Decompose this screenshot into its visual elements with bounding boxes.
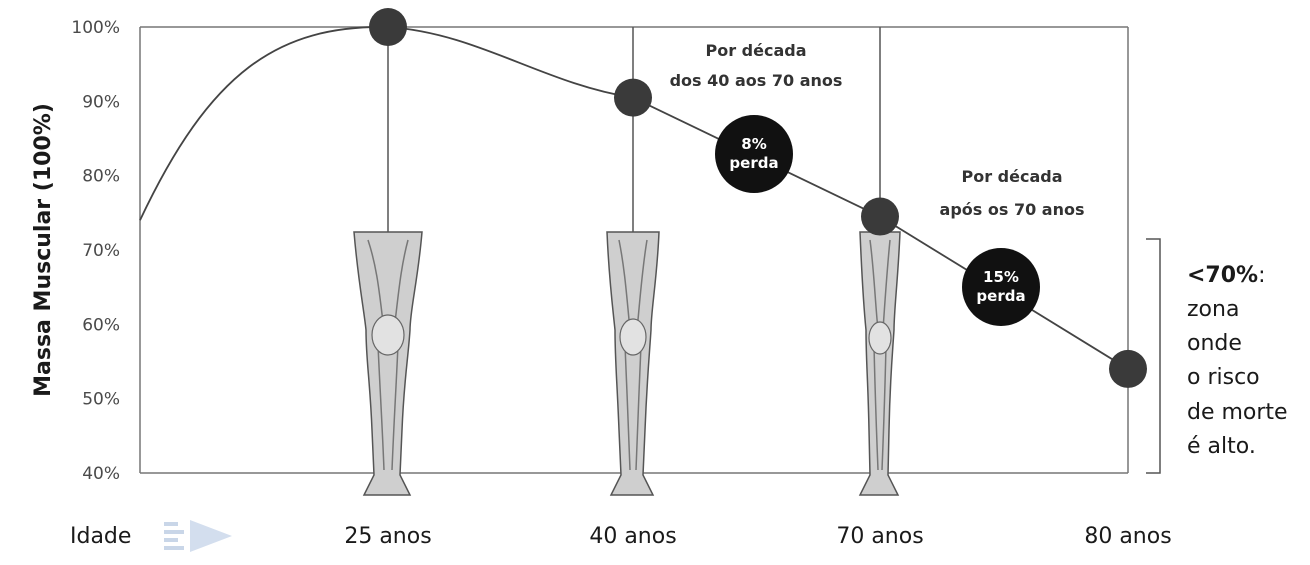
- annotation-decade-40-70-line2: dos 40 aos 70 anos: [670, 71, 843, 90]
- badge-word: perda: [976, 287, 1025, 305]
- muscle-mass-curve: [139, 26, 634, 221]
- risk-zone-line: onde: [1187, 331, 1242, 356]
- annotation-decade-40-70-line1: Por década: [705, 41, 806, 60]
- data-point-25: [369, 8, 407, 46]
- badge-percent: 15%: [983, 268, 1019, 286]
- loss-badge-8: 8% perda: [715, 115, 793, 193]
- annotation-after-70-line2: após os 70 anos: [940, 200, 1085, 219]
- arrow-right-icon: [164, 520, 232, 552]
- y-axis-label: Massa Muscular (100%): [31, 103, 56, 397]
- y-tick-label: 100%: [71, 18, 120, 38]
- risk-zone-bracket: [1146, 238, 1161, 474]
- y-tick-label: 60%: [82, 315, 120, 335]
- leg-illustration: [606, 231, 660, 496]
- risk-zone-line: o risco: [1187, 365, 1260, 390]
- leg-illustration: [858, 231, 901, 496]
- leg-illustration: [353, 231, 423, 496]
- x-tick-label: 70 anos: [836, 524, 923, 549]
- x-tick-label: 80 anos: [1084, 524, 1171, 549]
- y-tick-label: 50%: [82, 390, 120, 410]
- risk-zone-note: <70%:: [1187, 263, 1266, 288]
- risk-zone-threshold: <70%: [1187, 263, 1258, 288]
- risk-zone-colon: :: [1258, 263, 1265, 288]
- loss-badge-15: 15% perda: [962, 248, 1040, 326]
- x-tick-label: 40 anos: [589, 524, 676, 549]
- risk-zone-line: de morte: [1187, 400, 1288, 425]
- y-tick-label: 90%: [82, 92, 120, 112]
- data-point-80: [1109, 349, 1147, 388]
- x-axis-label: Idade: [70, 524, 131, 549]
- risk-zone-line: é alto.: [1187, 434, 1256, 459]
- badge-percent: 8%: [741, 135, 766, 153]
- data-point-70: [861, 197, 899, 236]
- y-tick-labels: 100% 90% 80% 70% 60% 50% 40%: [71, 18, 120, 484]
- y-tick-label: 70%: [82, 241, 120, 261]
- y-tick-label: 40%: [82, 464, 120, 484]
- x-tick-label: 25 anos: [344, 524, 431, 549]
- y-tick-label: 80%: [82, 167, 120, 187]
- annotation-after-70-line1: Por década: [961, 167, 1062, 186]
- badge-word: perda: [729, 154, 778, 172]
- risk-zone-line: zona: [1187, 297, 1239, 322]
- data-point-40: [614, 78, 652, 117]
